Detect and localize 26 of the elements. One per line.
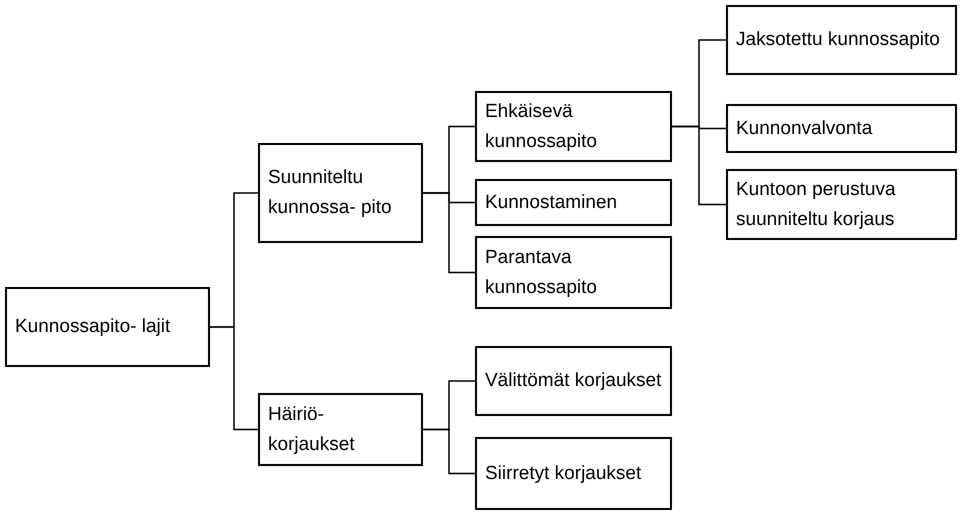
box-label: Häiriö- korjaukset [268,402,356,456]
category-box [475,179,672,226]
category-box [258,143,423,243]
connector-line [423,428,475,474]
category-box [475,437,672,510]
category-box [726,5,957,75]
box-label: Ehkäisevä kunnossapito [485,100,598,154]
box-label: Kunnossapito- lajit [15,315,172,339]
connector-line [672,126,726,206]
box-label: Parantava kunnossapito [485,246,598,300]
box-label: Suunniteltu kunnossa- pito [268,166,393,220]
category-box [726,104,957,153]
category-box [5,287,210,367]
category-box [258,393,423,466]
category-box [475,346,672,416]
box-label: Kunnonvalvonta [736,116,874,140]
box-label: Kunnostaminen [485,190,618,214]
connector-line [210,326,258,430]
box-label: Välittömät korjaukset [485,369,662,393]
category-box [726,169,957,240]
category-box [475,236,672,309]
category-box [475,91,672,162]
box-label: Kuntoon perustuva suunniteltu korjaus [736,178,897,232]
connector-line [423,192,475,274]
box-label: Siirretyt korjaukset [485,462,642,486]
box-label: Jaksotettu kunnossapito [736,28,941,52]
